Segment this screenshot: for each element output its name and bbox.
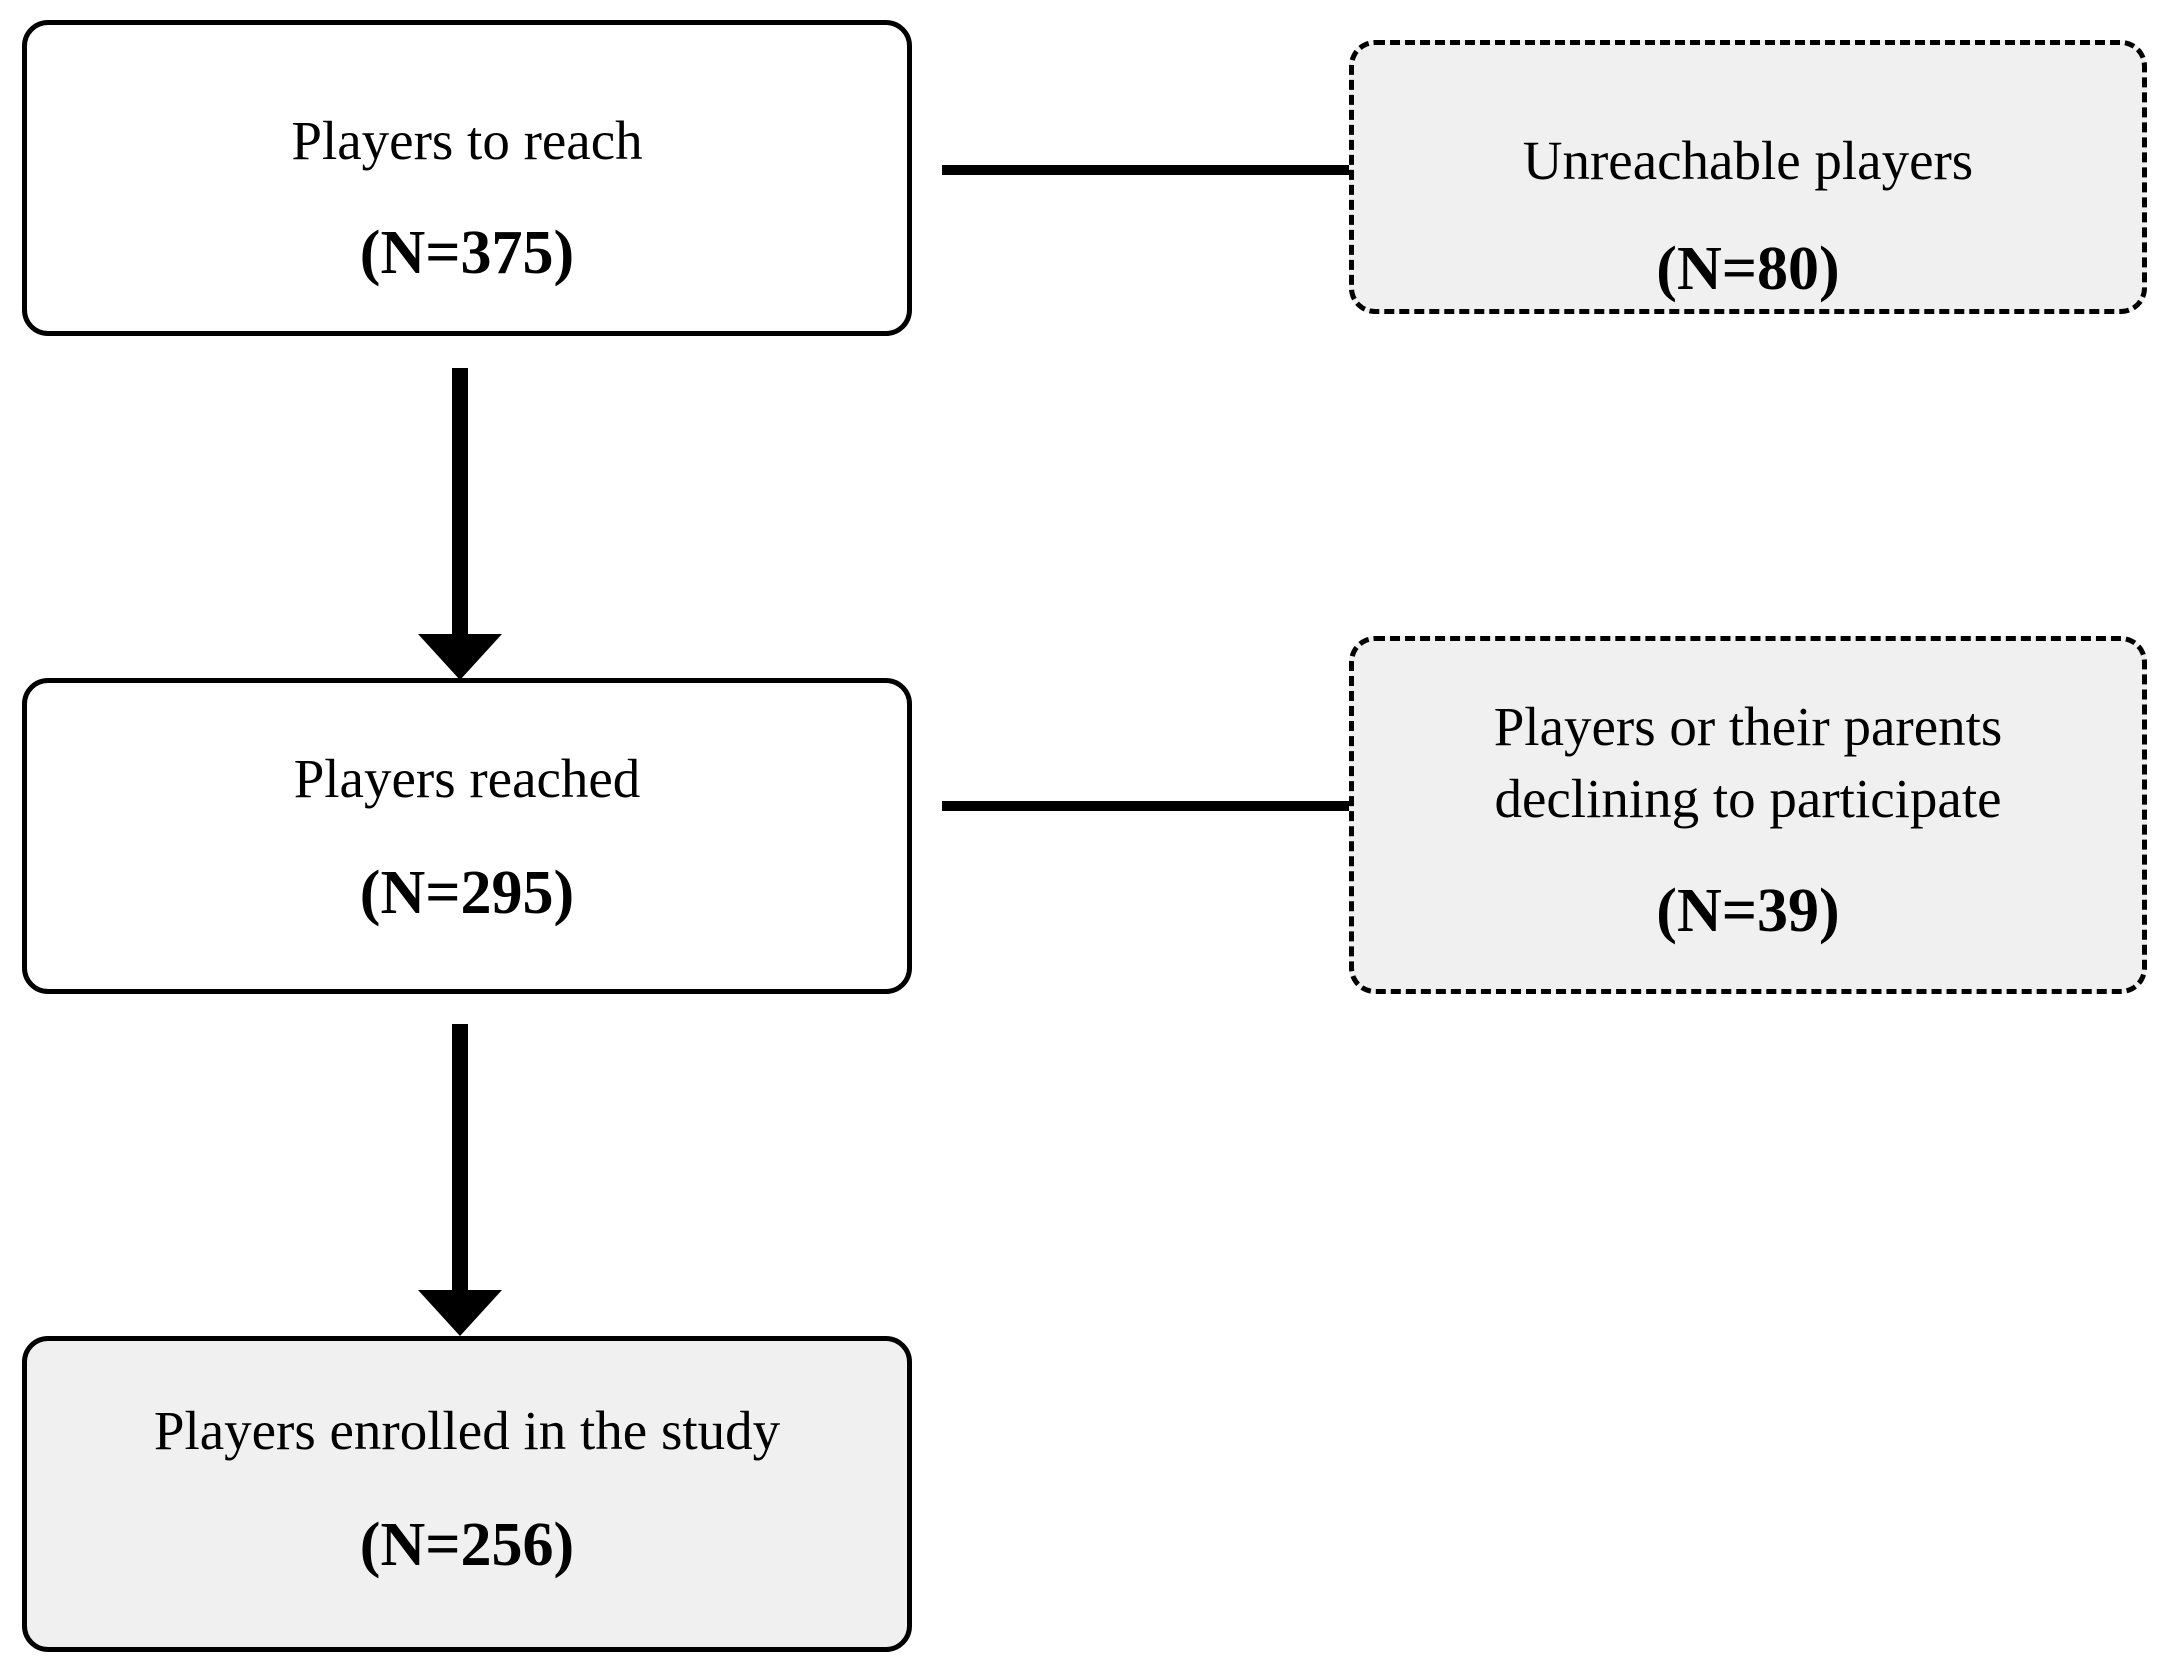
players-reached-count: (N=295)	[359, 859, 575, 927]
players-to-reach-box: Players to reach (N=375)	[22, 20, 912, 336]
players-reached-label: Players reached	[293, 748, 641, 809]
enrolled-label: Players enrolled in the study	[153, 1400, 781, 1461]
enrolled-count: (N=256)	[359, 1511, 575, 1579]
players-to-reach-count: (N=375)	[359, 219, 575, 287]
unreachable-players-count: (N=80)	[1656, 235, 1840, 303]
enrolled-box: Players enrolled in the study (N=256)	[22, 1336, 912, 1652]
unreachable-players-box: Unreachable players (N=80)	[1349, 40, 2147, 314]
arrow-to-enrolled	[418, 1024, 502, 1336]
unreachable-players-label: Unreachable players	[1522, 130, 1974, 191]
players-to-reach-label: Players to reach	[291, 110, 643, 171]
declining-box: Players or their parents declining to pa…	[1349, 636, 2147, 994]
declining-count: (N=39)	[1656, 877, 1840, 945]
arrow-to-players-reached	[418, 368, 502, 680]
players-reached-box: Players reached (N=295)	[22, 678, 912, 994]
declining-label: Players or their parents declining to pa…	[1493, 696, 2003, 829]
